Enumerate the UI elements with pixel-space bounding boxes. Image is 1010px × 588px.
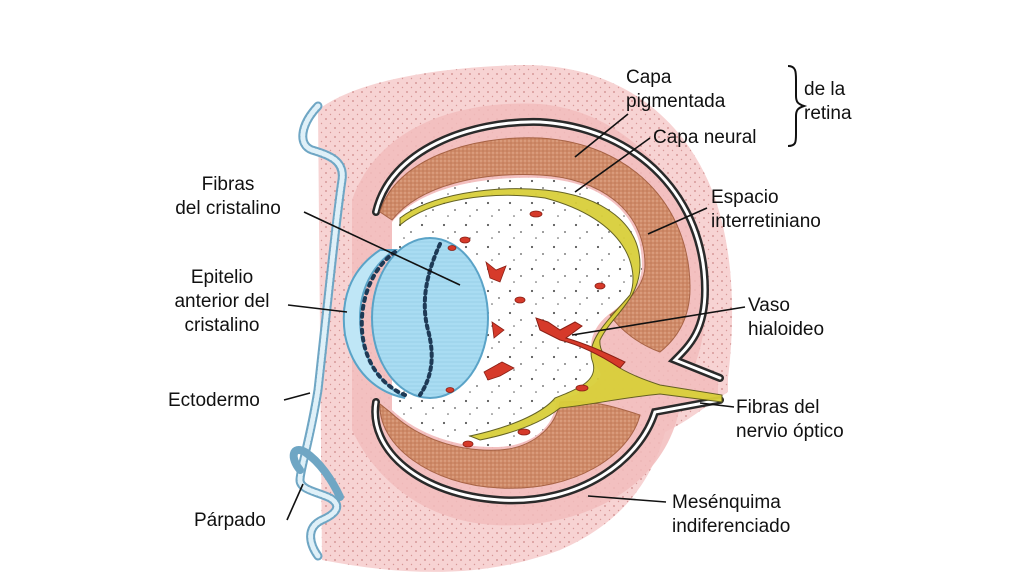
leader-vaso: [571, 306, 746, 336]
label-epitelio-anterior: Epitelio anterior del cristalino: [174, 267, 270, 336]
eyelid-fold: [289, 446, 344, 501]
retina-brace: [787, 65, 808, 147]
neural-retina-upper: [379, 137, 691, 353]
ectoderm-fill: [297, 103, 345, 559]
label-parpado: Párpado: [194, 510, 266, 531]
label-vaso-hialoideo: Vaso hialoideo: [748, 295, 825, 340]
vessel-fragments: [445, 210, 606, 448]
leader-espacio: [647, 207, 708, 235]
label-mesenquima: Mesénquima indiferenciado: [672, 492, 791, 537]
leader-mesenquima: [587, 495, 667, 503]
pigment-layer-white: [374, 120, 722, 380]
optic-fibers: [399, 188, 723, 441]
lens-epithelium-nuclei: [359, 250, 407, 397]
leader-capa-pigmentada: [574, 113, 629, 158]
leader-parpado: [286, 483, 304, 521]
label-de-la-retina: de la retina: [804, 79, 852, 124]
leader-capa-neural: [574, 137, 651, 193]
label-ectodermo: Ectodermo: [168, 390, 260, 411]
lens-epithelium: [342, 249, 406, 399]
label-fibras-nervio-optico: Fibras del nervio óptico: [736, 397, 844, 442]
hyaloid-vessel: [535, 317, 626, 369]
pigment-layer-lower-white: [373, 398, 722, 502]
leader-fibras-cristalino: [303, 211, 461, 286]
neural-retina-lower: [379, 401, 641, 489]
leader-epitelio: [287, 304, 348, 313]
label-capa-pigmentada: Capa pigmentada: [626, 67, 726, 112]
leader-fibras-nervio: [699, 402, 735, 408]
lens: [371, 237, 489, 399]
lens-nuclei: [418, 242, 442, 397]
leader-ectodermo: [283, 392, 311, 401]
label-fibras-cristalino: Fibras del cristalino: [175, 174, 281, 219]
label-espacio-interretiniano: Espacio interretiniano: [711, 187, 821, 232]
label-capa-neural: Capa neural: [653, 127, 757, 148]
